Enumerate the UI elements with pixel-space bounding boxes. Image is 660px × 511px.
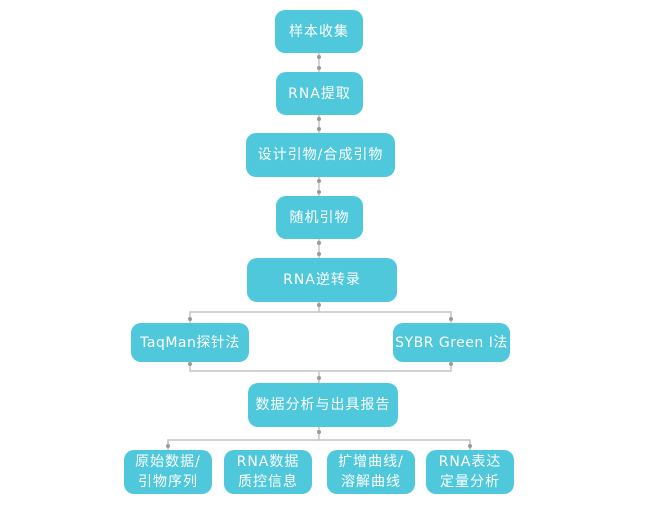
connector (319, 439, 471, 450)
connector (189, 362, 452, 372)
node-data-analysis: 数据分析与出具报告 (248, 383, 398, 427)
node-taqman: TaqMan探针法 (131, 323, 249, 362)
dot (317, 303, 321, 307)
dot (449, 362, 453, 366)
dot (317, 252, 321, 256)
dot (317, 241, 321, 245)
node-curves: 扩增曲线/ 溶解曲线 (327, 450, 415, 494)
dot (317, 66, 321, 70)
dot (317, 117, 321, 121)
dot (317, 430, 321, 434)
node-raw-data: 原始数据/ 引物序列 (124, 450, 212, 494)
node-rna-qc: RNA数据 质控信息 (224, 450, 312, 494)
dot (317, 190, 321, 194)
dot (317, 179, 321, 183)
node-sample-collection: 样本收集 (275, 10, 363, 53)
dot (317, 55, 321, 59)
dot (317, 376, 321, 380)
node-random-primer: 随机引物 (276, 196, 363, 239)
node-primer-design: 设计引物/合成引物 (246, 133, 395, 177)
dot (468, 444, 472, 448)
connector (189, 302, 320, 323)
dot (449, 317, 453, 321)
connector (167, 427, 320, 450)
dot (188, 317, 192, 321)
node-rna-extraction: RNA提取 (276, 72, 363, 115)
dot (188, 362, 192, 366)
connector (319, 311, 452, 323)
node-quantification: RNA表达 定量分析 (426, 450, 514, 494)
dot (317, 127, 321, 131)
dot (166, 444, 170, 448)
node-reverse-transcription: RNA逆转录 (247, 258, 397, 302)
node-sybr: SYBR Green Ⅰ法 (393, 323, 510, 362)
